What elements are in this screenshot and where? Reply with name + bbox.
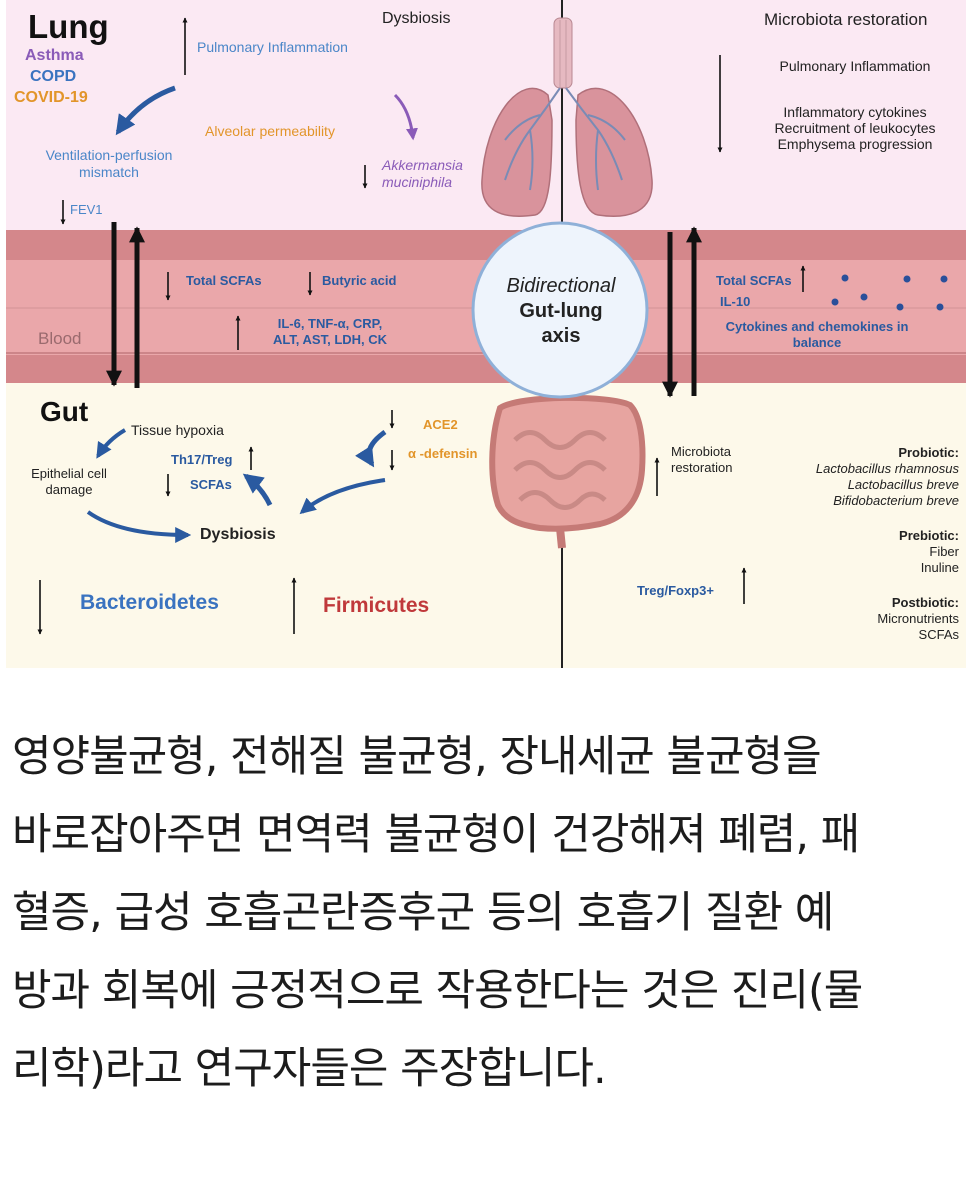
blood-zone-bottom: [6, 355, 966, 383]
gut-zone: [6, 383, 966, 668]
lungs-illustration: [481, 17, 653, 217]
restoration-effect-2: Recruitment of leukocytes: [774, 120, 936, 136]
th17-treg-label: Th17/Treg: [171, 452, 233, 467]
scfa-dots: [831, 274, 948, 311]
caption-line-4: 방과 회복에 긍정적으로 작용한다는 것은 진리(물: [12, 966, 863, 1016]
dysbiosis-gut-label: Dysbiosis: [200, 526, 276, 543]
disease-copd: COPD: [30, 68, 77, 85]
restoration-pulmonary: Pulmonary Inflammation: [779, 58, 931, 74]
cytokines-line2: balance: [792, 335, 842, 350]
fev1-label: FEV1: [70, 202, 103, 217]
dysbiosis-lung-label: Dysbiosis: [382, 10, 451, 27]
postbiotic-item-1: Micronutrients: [877, 611, 959, 626]
scfas-gut-label: SCFAs: [190, 477, 232, 492]
probiotic-item-3: Bifidobacterium breve: [833, 493, 959, 508]
firmicutes-label: Firmicutes: [323, 594, 430, 617]
total-scfas-left: Total SCFAs: [186, 273, 262, 288]
prebiotic-title: Prebiotic:: [899, 528, 959, 543]
defensin-label: α -defensin: [408, 446, 478, 461]
microbiota-restoration-line1: Microbiota: [671, 444, 731, 459]
restoration-effect-1: Inflammatory cytokines: [783, 104, 927, 120]
gut-lung-axis-figure: Lung Asthma COPD COVID-19 Pulmonary Infl…: [6, 0, 966, 668]
caption-line-3: 혈증, 급성 호흡곤란증후군 등의 호흡기 질환 예: [12, 888, 834, 938]
prebiotic-item-2: Inuline: [920, 560, 959, 575]
blood-zone-top: [6, 230, 966, 260]
markers-line1: IL-6, TNF-α, CRP,: [277, 316, 383, 331]
markers-line2: ALT, AST, LDH, CK: [272, 332, 388, 347]
restoration-title: Microbiota restoration: [764, 10, 928, 29]
epithelial-line1: Epithelial cell: [31, 466, 107, 481]
axis-line1: Bidirectional: [506, 275, 616, 297]
akkermansia-line1: Akkermansia: [382, 157, 463, 173]
caption-paragraph: 영양불균형, 전해질 불균형, 장내세균 불균형을 바로잡아주면 면역력 불균형…: [12, 718, 962, 1108]
il10-label: IL-10: [720, 294, 751, 309]
caption-line-1: 영양불균형, 전해질 불균형, 장내세균 불균형을: [12, 732, 822, 782]
blood-label: Blood: [38, 329, 82, 348]
microbiota-restoration-line2: restoration: [671, 460, 733, 475]
axis-line3: axis: [541, 325, 581, 347]
prebiotic-item-1: Fiber: [929, 544, 959, 559]
probiotic-title: Probiotic:: [898, 445, 959, 460]
bacteroidetes-label: Bacteroidetes: [80, 591, 219, 614]
axis-circle: [471, 221, 649, 399]
ace2-label: ACE2: [423, 417, 458, 432]
alveolar-permeability-label: Alveolar permeability: [205, 123, 335, 139]
probiotic-item-2: Lactobacillus breve: [847, 477, 959, 492]
disease-asthma: Asthma: [25, 47, 84, 64]
restoration-effect-3: Emphysema progression: [777, 136, 933, 152]
axis-line2: Gut-lung: [519, 300, 603, 322]
pulmonary-inflammation-label: Pulmonary Inflammation: [197, 39, 348, 55]
postbiotic-title: Postbiotic:: [891, 595, 959, 610]
caption-line-5: 리학)라고 연구자들은 주장합니다.: [12, 1044, 607, 1094]
figure-graphics: [6, 0, 966, 668]
ventilation-perfusion-line1: Ventilation-perfusion: [45, 147, 173, 163]
postbiotic-item-2: SCFAs: [918, 627, 959, 642]
caption-line-2: 바로잡아주면 면역력 불균형이 건강해져 폐렴, 패: [12, 810, 860, 860]
probiotic-item-1: Lactobacillus rhamnosus: [815, 461, 959, 476]
akkermansia-line2: muciniphila: [382, 174, 453, 190]
intestine-illustration: [489, 394, 646, 549]
cytokines-line1: Cytokines and chemokines in: [725, 319, 909, 334]
butyric-acid-label: Butyric acid: [322, 273, 397, 288]
ventilation-perfusion-line2: mismatch: [79, 164, 139, 180]
treg-foxp3-label: Treg/Foxp3+: [637, 583, 714, 598]
gut-title: Gut: [40, 396, 89, 427]
disease-covid: COVID-19: [14, 89, 88, 106]
epithelial-line2: damage: [45, 482, 93, 497]
lung-title: Lung: [28, 8, 109, 45]
tissue-hypoxia-label: Tissue hypoxia: [131, 422, 224, 438]
total-scfas-right: Total SCFAs: [716, 273, 792, 288]
